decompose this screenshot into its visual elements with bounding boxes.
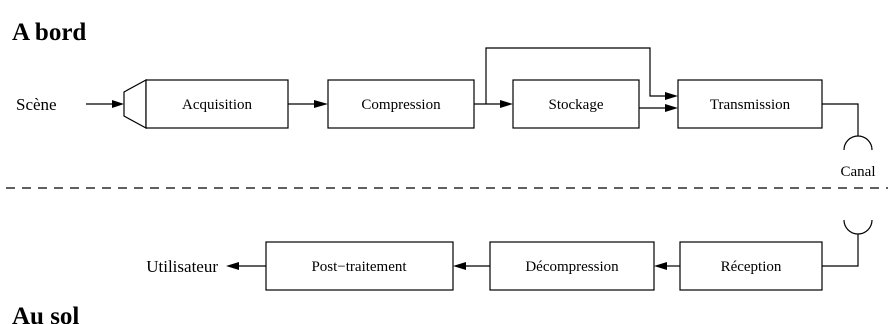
label-post-traitement: Post−traitement	[311, 259, 407, 275]
box-compression	[327, 79, 475, 129]
arrowhead-scene-sensor	[112, 100, 124, 108]
sensor-shape	[123, 78, 147, 130]
arrowhead-acquisition-compression	[314, 100, 328, 108]
heading-onboard: A bord	[12, 19, 86, 46]
edge-transmission-antenna	[822, 103, 859, 136]
label-acquisition: Acquisition	[182, 97, 252, 113]
arrowhead-bypass	[665, 92, 678, 100]
output-label-utilisateur: Utilisateur	[146, 257, 218, 276]
arrowhead-decompression-posttraitement	[453, 262, 466, 270]
label-compression: Compression	[361, 97, 441, 113]
label-stockage: Stockage	[549, 97, 604, 113]
edge-antenna-reception	[822, 234, 859, 267]
box-post-traitement	[265, 241, 454, 291]
input-label-scene: Scène	[16, 95, 57, 114]
channel-label: Canal	[841, 164, 876, 180]
heading-ground: Au sol	[12, 303, 79, 324]
arrowhead-reception-decompression	[654, 262, 667, 270]
label-transmission: Transmission	[710, 97, 791, 113]
label-decompression: Décompression	[525, 259, 619, 275]
arrowhead-posttraitement-utilisateur	[226, 262, 239, 270]
antenna-emit-icon	[843, 135, 873, 151]
edge-compression-transmission-bypass	[485, 47, 668, 104]
label-reception: Réception	[721, 259, 782, 275]
box-stockage	[512, 79, 640, 129]
arrowhead-stockage-transmission	[665, 104, 678, 112]
box-decompression	[489, 241, 655, 291]
antenna-receive-icon	[843, 219, 873, 235]
arrowhead-compression-stockage	[500, 100, 513, 108]
